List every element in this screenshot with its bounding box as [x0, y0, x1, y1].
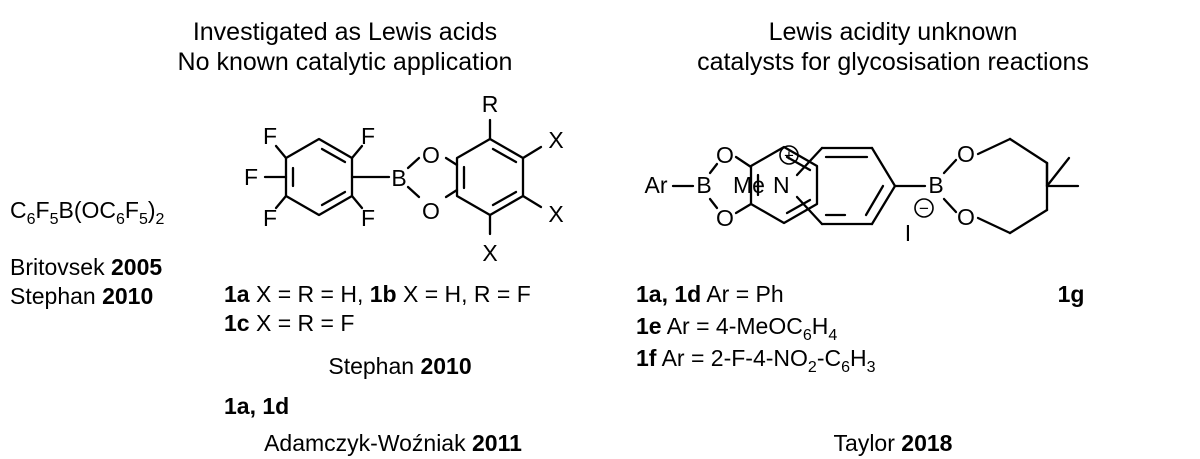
- label-1f: 1f Ar = 2-F-4-NO2-C6H3: [636, 345, 876, 376]
- label-1a-1b: 1a X = R = H, 1b X = H, R = F: [224, 281, 531, 307]
- atom-o-1g-top: O: [957, 141, 975, 167]
- atom-b: B: [391, 165, 406, 191]
- minus-charge: −: [919, 199, 929, 218]
- right-heading-line2: catalysts for glycosisation reactions: [697, 48, 1089, 76]
- atom-o-1g-bottom: O: [957, 204, 975, 230]
- ref-taylor-2018: Taylor 2018: [834, 430, 953, 456]
- formula-c6f5b-oc6f5-2: C6F5B(OC6F5)2: [10, 197, 165, 228]
- atom-o-bottom: O: [422, 198, 440, 224]
- atom-f-bottom-left: F: [263, 205, 277, 231]
- atom-iodide: I: [905, 220, 911, 246]
- ref-stephan-2010-a: Stephan 2010: [10, 283, 153, 309]
- atom-f-para: F: [244, 164, 258, 190]
- structure-1g: Me N + B − I O O: [733, 137, 1080, 246]
- left-heading-line1: Investigated as Lewis acids: [193, 18, 497, 46]
- atom-o-ar-bottom: O: [716, 205, 734, 231]
- atom-me: Me: [733, 172, 765, 198]
- label-1a-1d-left: 1a, 1d: [224, 393, 289, 419]
- label-1a-1d-right: 1a, 1d Ar = Ph: [636, 281, 784, 307]
- atom-r: R: [482, 91, 499, 117]
- atom-o-ar-top: O: [716, 142, 734, 168]
- atom-x-lower: X: [548, 201, 563, 227]
- ref-stephan-2010-b: Stephan 2010: [328, 353, 471, 379]
- minus-charge-circle: [914, 198, 934, 218]
- atom-f-top-left: F: [263, 123, 277, 149]
- right-heading-line1: Lewis acidity unknown: [769, 18, 1018, 46]
- plus-charge-circle: [779, 145, 799, 165]
- atom-o-top: O: [422, 142, 440, 168]
- structure-1a-1c: F F F F F B O O R X X X: [244, 91, 564, 266]
- structure-ar-catecholborane: Ar B O O: [645, 142, 819, 231]
- atom-x-upper: X: [548, 127, 563, 153]
- atom-n: N: [773, 172, 790, 198]
- atom-ar: Ar: [645, 172, 668, 198]
- label-1e: 1e Ar = 4-MeOC6H4: [636, 313, 837, 344]
- plus-charge: +: [784, 146, 794, 165]
- atom-b-ar: B: [696, 172, 711, 198]
- atom-f-top-right: F: [361, 123, 375, 149]
- ref-britovsek-2005: Britovsek 2005: [10, 254, 162, 280]
- atom-f-bottom-right: F: [361, 205, 375, 231]
- label-1c: 1c X = R = F: [224, 310, 354, 336]
- atom-b-1g: B: [928, 172, 943, 198]
- left-heading-line2: No known catalytic application: [178, 48, 513, 76]
- atom-x-bottom: X: [482, 240, 497, 266]
- ref-adamczyk-wozniak-2011: Adamczyk-Woźniak 2011: [264, 430, 522, 456]
- label-1g: 1g: [1058, 281, 1085, 307]
